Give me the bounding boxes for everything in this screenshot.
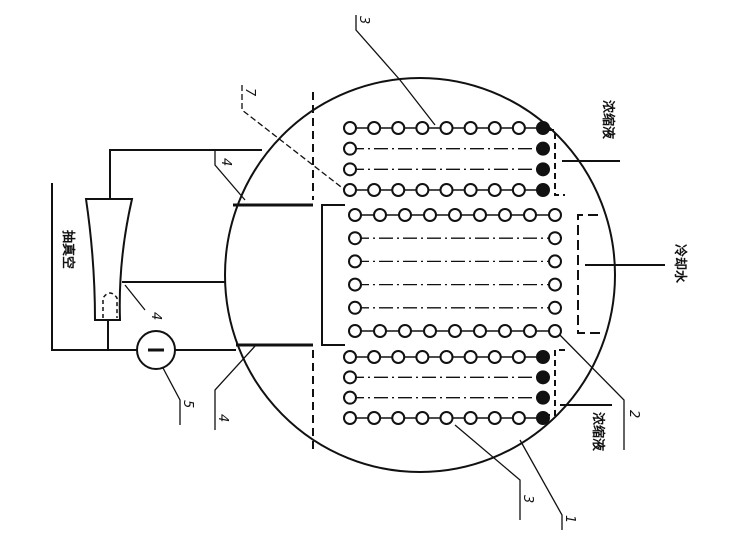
bottom-bundle-tube <box>367 411 382 425</box>
label-4-mid: 4 <box>148 312 163 320</box>
bottom-bundle-tube <box>391 350 406 364</box>
labels: 冷却水 浓缩液 浓缩液 抽真空 3 7 4 4 5 4 2 3 1 <box>60 16 688 523</box>
top-bundle-tube <box>536 121 550 135</box>
ejector <box>84 198 134 321</box>
bottom-bundle-tube <box>536 411 550 425</box>
middle-bundle-tube <box>423 208 437 222</box>
cooling-water-label: 冷却水 <box>672 244 688 284</box>
shell-circle <box>224 77 616 473</box>
middle-bundle-tube <box>398 324 412 338</box>
label-4-bottom: 4 <box>215 414 230 422</box>
top-bundle-tube <box>343 121 357 135</box>
bottom-bundle-tube <box>536 390 550 405</box>
middle-bundle-tube <box>348 208 362 222</box>
middle-bundle-tube <box>348 277 362 292</box>
top-right-label: 浓缩液 <box>600 100 616 139</box>
middle-bundle-tube <box>448 208 462 222</box>
top-bundle-tube <box>367 183 382 197</box>
bottom-bundle-tube <box>439 411 454 425</box>
label-3-top: 3 <box>356 16 371 24</box>
tube-bundles <box>343 121 562 425</box>
middle-bundle-tube <box>548 324 562 338</box>
bottom-bundle-tube <box>367 350 382 364</box>
bottom-bundle-tube <box>511 350 526 364</box>
top-bundle-tube <box>536 183 550 197</box>
middle-bundle-tube <box>498 208 512 222</box>
middle-bundle-tube <box>498 324 512 338</box>
top-bundle-tube <box>511 183 526 197</box>
middle-bundle-tube <box>348 231 362 246</box>
right-bracket-bottom <box>548 349 565 416</box>
bottom-bundle-tube <box>415 350 430 364</box>
right-bracket-top <box>548 129 565 196</box>
top-bundle-tube <box>343 183 357 197</box>
top-bundle-tube <box>415 121 430 135</box>
middle-bundle-tube <box>548 254 562 269</box>
bottom-bundle-tube <box>463 350 478 364</box>
right-bracket-mid <box>577 214 603 334</box>
bottom-bundle-tube <box>487 411 502 425</box>
middle-bundle-tube <box>398 208 412 222</box>
top-bundle-tube <box>391 121 406 135</box>
top-bundle-tube <box>439 183 454 197</box>
top-bundle-tube <box>415 183 430 197</box>
top-bundle-tube <box>367 121 382 135</box>
middle-bundle-tube <box>523 208 537 222</box>
label-4-top: 4 <box>218 158 233 166</box>
middle-bundle-tube <box>548 208 562 222</box>
middle-bundle-tube <box>523 324 537 338</box>
bottom-bundle-tube <box>439 350 454 364</box>
bottom-bundle-tube <box>343 411 357 425</box>
top-bundle-tube <box>463 183 478 197</box>
bottom-bundle-tube <box>487 350 502 364</box>
top-bundle-tube <box>391 183 406 197</box>
middle-bundle-tube <box>473 324 487 338</box>
left-label: 抽真空 <box>60 230 76 269</box>
middle-bundle-tube <box>373 324 387 338</box>
top-bundle-tube <box>343 162 357 177</box>
middle-bundle-tube <box>348 254 362 269</box>
label-3-bottom: 3 <box>520 495 535 503</box>
top-bundle-tube <box>536 141 550 156</box>
bottom-bundle-tube <box>511 411 526 425</box>
top-bundle-tube <box>487 183 502 197</box>
ejector-pipe <box>109 149 262 200</box>
bottom-bundle-tube <box>536 350 550 364</box>
top-bundle-tube <box>463 121 478 135</box>
top-bundle-tube <box>343 141 357 156</box>
bottom-bundle-tube <box>391 411 406 425</box>
bottom-bundle-tube <box>415 411 430 425</box>
bottom-bundle-tube <box>463 411 478 425</box>
top-bundle-tube <box>511 121 526 135</box>
top-bundle-tube <box>487 121 502 135</box>
middle-bundle-tube <box>448 324 462 338</box>
middle-partition <box>321 204 345 346</box>
middle-bundle-tube <box>473 208 487 222</box>
label-7: 7 <box>242 88 257 97</box>
bottom-right-label: 浓缩液 <box>590 412 606 451</box>
label-5: 5 <box>180 400 195 408</box>
ejector-nozzle <box>102 292 118 318</box>
middle-bundle-tube <box>548 231 562 246</box>
middle-bundle-tube <box>348 300 362 315</box>
middle-bundle-tube <box>548 300 562 315</box>
top-bundle-tube <box>439 121 454 135</box>
bottom-bundle-tube <box>343 370 357 385</box>
bottom-bundle-tube <box>536 370 550 385</box>
label-1: 1 <box>562 515 577 523</box>
middle-bundle-tube <box>548 277 562 292</box>
bottom-bundle-tube <box>343 350 357 364</box>
middle-bundle-tube <box>373 208 387 222</box>
top-bundle-tube <box>536 162 550 177</box>
label-2: 2 <box>626 410 641 418</box>
middle-bundle-tube <box>423 324 437 338</box>
middle-bundle-tube <box>348 324 362 338</box>
bottom-bundle-tube <box>343 390 357 405</box>
